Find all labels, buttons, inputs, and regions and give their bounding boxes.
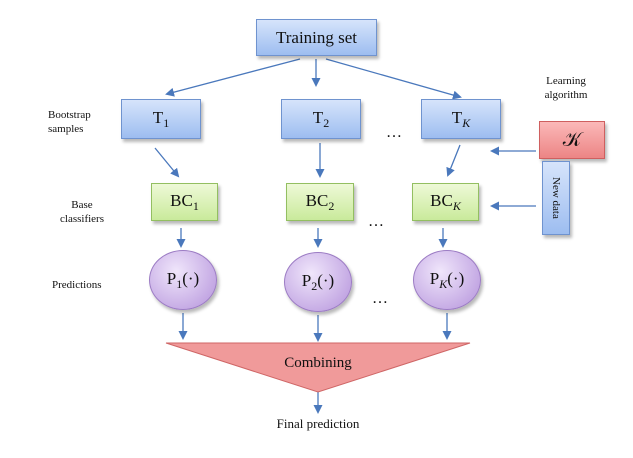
training-set-label: Training set <box>275 27 358 47</box>
arrow-train-tk <box>325 58 462 100</box>
classifier-label-1: BC1 <box>170 190 199 213</box>
prediction-label-k: PK(·) <box>429 268 465 291</box>
combining-funnel <box>165 342 471 393</box>
bootstrap-label-1: T1 <box>152 107 170 130</box>
base-classifiers-label: Base classifiers <box>60 199 104 225</box>
bootstrap-box-2: T2 <box>281 99 361 139</box>
prediction-circle-k: PK(·) <box>413 250 481 310</box>
learning-algorithm-box: 𝒦 <box>539 121 605 159</box>
bootstrap-box-k: TK <box>421 99 501 139</box>
arrow-t1-bc1 <box>154 147 180 178</box>
predictions-label: Predictions <box>52 279 102 291</box>
classifier-box-k: BCK <box>412 183 479 221</box>
bootstrap-label-k: TK <box>451 107 471 130</box>
training-set-box: Training set <box>256 19 377 56</box>
prediction-circle-1: P1(·) <box>149 250 217 310</box>
final-prediction-label: Final prediction <box>276 416 360 431</box>
arrow-train-t1 <box>165 58 301 97</box>
prediction-label-1: P1(·) <box>166 268 200 291</box>
ellipsis-classifiers: … <box>368 213 385 230</box>
classifier-label-k: BCK <box>430 190 461 213</box>
prediction-label-2: P2(·) <box>301 270 335 293</box>
bootstrap-box-1: T1 <box>121 99 201 139</box>
bootstrap-label-2: T2 <box>312 107 330 130</box>
ellipsis-predictions: … <box>372 290 389 307</box>
classifier-box-2: BC2 <box>286 183 354 221</box>
learning-algorithm-symbol: 𝒦 <box>562 128 582 151</box>
bootstrap-samples-label: Bootstrap samples <box>48 109 91 135</box>
ellipsis-bootstrap: … <box>386 124 403 141</box>
combining-label: Combining <box>284 355 352 371</box>
new-data-label: New data <box>550 177 562 219</box>
arrow-tk-bck <box>446 144 461 177</box>
learning-algorithm-label: Learning algorithm <box>544 75 588 101</box>
classifier-label-2: BC2 <box>305 190 335 213</box>
prediction-circle-2: P2(·) <box>284 252 352 312</box>
new-data-box: New data <box>542 161 570 235</box>
classifier-box-1: BC1 <box>151 183 218 221</box>
